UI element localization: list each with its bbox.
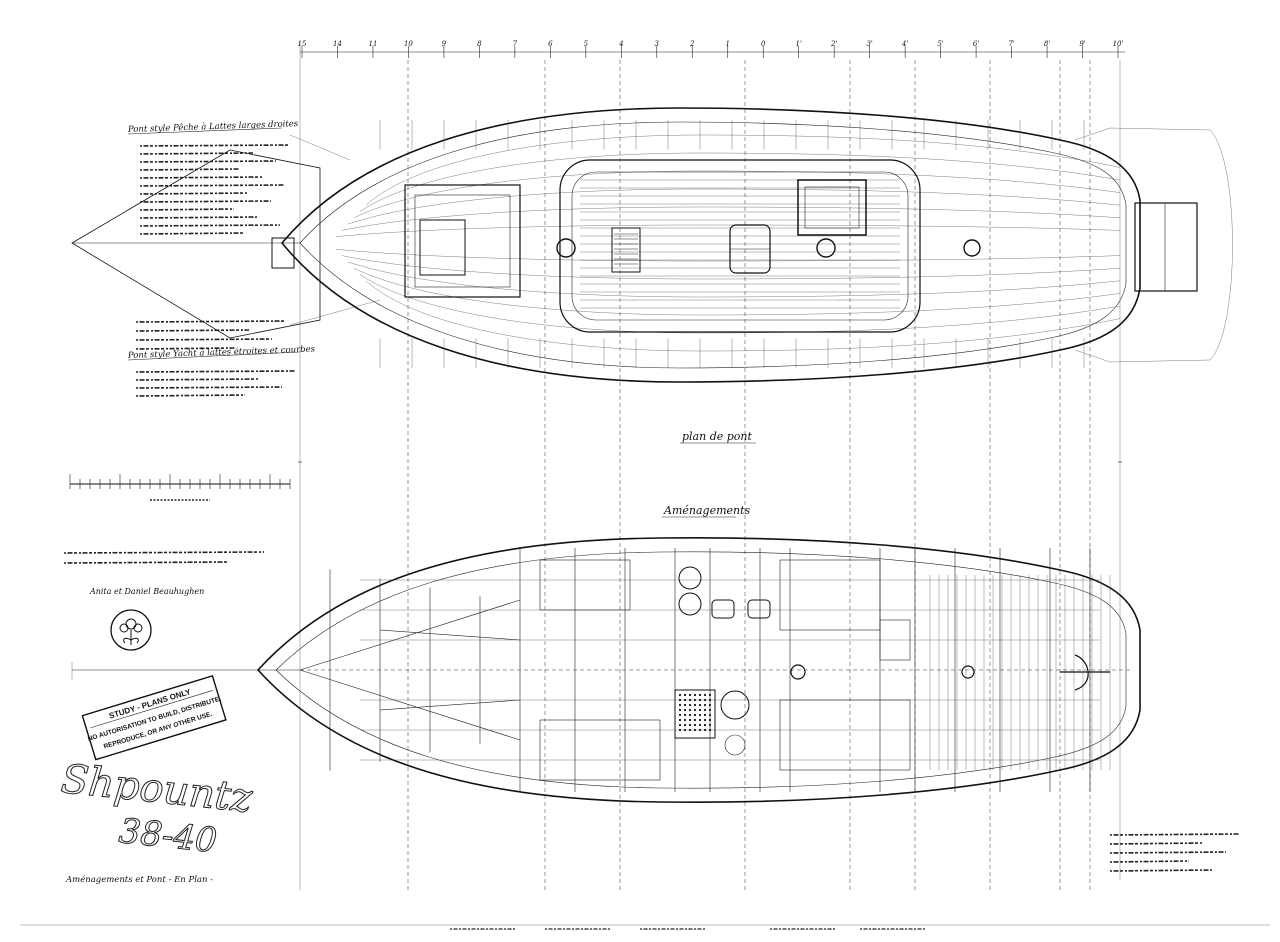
station-tick-label: 14 (333, 40, 342, 48)
stove-burner (678, 592, 702, 616)
station-lines (298, 60, 1122, 890)
companionway-ladder (611, 227, 641, 273)
dorade-vent (963, 239, 981, 257)
station-tick-label: 2 (689, 40, 695, 48)
windlass (271, 237, 295, 269)
station-tick-label: 2' (830, 40, 837, 48)
aft-fitting (961, 665, 975, 679)
station-tick-label: 3 (655, 40, 660, 48)
station-tick-label: 4 (618, 40, 623, 48)
copyright-note (1109, 833, 1241, 872)
graphic-scale (69, 474, 291, 501)
deck-plan-title: plan de pont (682, 430, 752, 443)
legend-heading-fishing-deck: Pont style Pêche à Lattes larges droites (127, 118, 299, 135)
boat-model-number: 38-40 (117, 811, 219, 861)
station-tick-label: 0 (761, 40, 766, 48)
station-tick-label: 1 (726, 40, 730, 48)
station-tick-label: 8 (477, 40, 482, 48)
station-tick-label: 3' (866, 40, 872, 48)
station-tick-label: 8' (1044, 40, 1050, 48)
deck-planking (335, 120, 1121, 368)
layout-hull-outline (256, 537, 1141, 803)
dorade-vent (816, 238, 836, 258)
head-toilet (720, 690, 750, 720)
boat-name-title: Shpountz (59, 756, 255, 822)
main-hatch (797, 179, 867, 236)
forward-hatch (404, 184, 521, 298)
study-plans-stamp: STUDY - PLANS ONLY NO AUTORISATION TO BU… (81, 675, 227, 761)
designer-signature: Anita et Daniel Beauhughen (89, 587, 204, 596)
station-tick-label: 5 (584, 40, 589, 48)
sink (747, 599, 771, 619)
station-tick-label: 9' (1079, 40, 1085, 48)
station-tick-label: 7 (513, 40, 518, 48)
dorade-vent (556, 238, 576, 258)
station-tick-label: 11 (368, 40, 377, 48)
station-tick-label: 6' (973, 40, 979, 48)
station-tick-label: 10' (1113, 40, 1124, 48)
station-tick-label: 6 (548, 40, 553, 48)
sheet-frame (20, 42, 1270, 926)
station-tick-label: 15 (298, 40, 307, 48)
drawing-subtitle: Aménagements et Pont - En Plan - (65, 874, 213, 885)
layout-plan-view (71, 537, 1141, 803)
tiller (1060, 654, 1110, 691)
deckhouse (559, 159, 921, 333)
stern-bracket (1134, 202, 1198, 292)
station-tick-label: 7' (1008, 40, 1014, 48)
legend-notes: Pont style Pêche à Lattes larges droites… (63, 118, 316, 564)
sink (711, 599, 735, 619)
station-tick-label: 10 (404, 40, 413, 48)
station-tick-label: 5' (937, 40, 943, 48)
stove-burner (678, 566, 702, 590)
mast-step (790, 664, 806, 680)
station-tick-label: 4' (901, 40, 908, 48)
legend-heading-yacht-deck: Pont style Yacht à lattes étroites et co… (127, 343, 316, 361)
station-tick-label: 9 (442, 40, 447, 48)
deck-plan-view (71, 107, 1233, 383)
station-tick-label: 1' (796, 40, 802, 48)
flower-logo (110, 609, 152, 651)
cabin-sole-grate (674, 689, 716, 739)
deck-hull-outline (280, 107, 1141, 383)
layout-plan-title: Aménagements (663, 504, 751, 517)
